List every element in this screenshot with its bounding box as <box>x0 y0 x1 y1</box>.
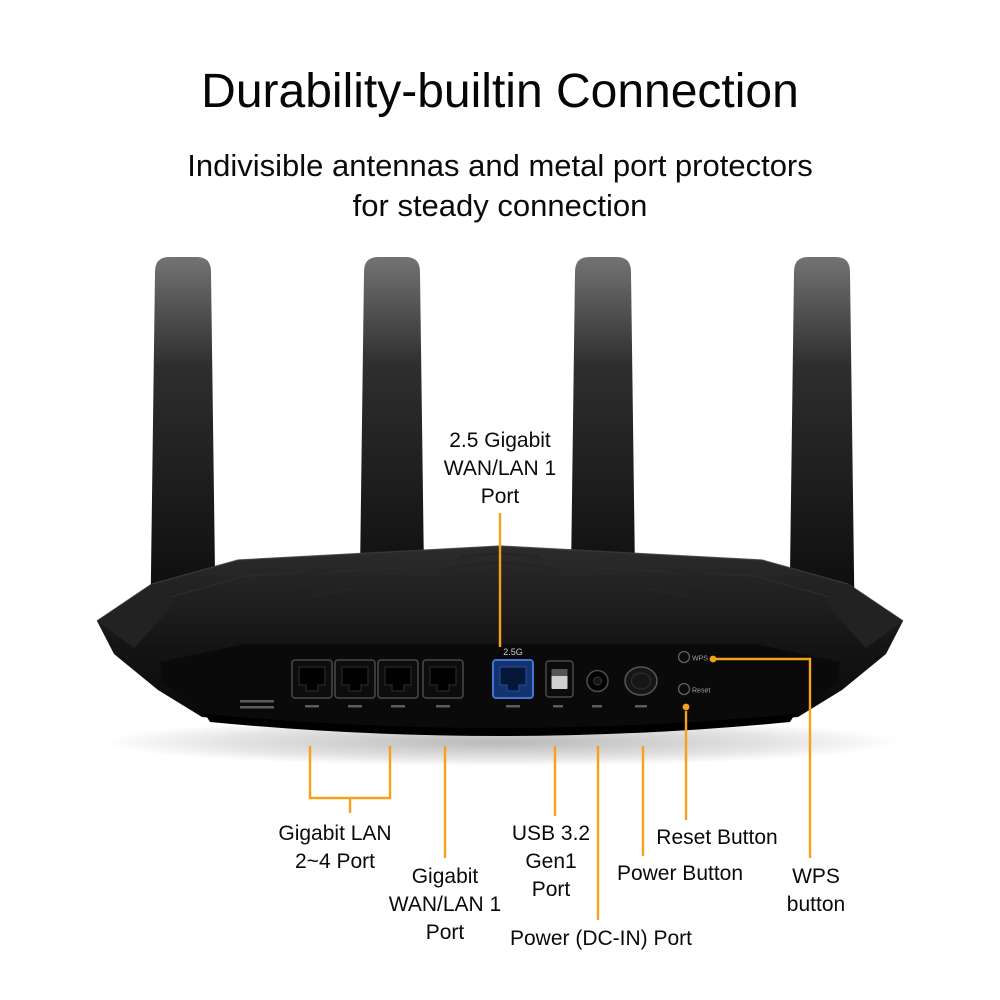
port-marking-strip <box>240 700 647 709</box>
callout-line: WAN/LAN 1 <box>443 457 557 480</box>
callout-power-dc-in-port: Power (DC-IN) Port <box>451 925 751 953</box>
callout-line: Port <box>480 485 520 508</box>
reset-button: Reset <box>677 682 710 696</box>
router-shadow <box>100 718 900 766</box>
callout-line: Port <box>531 878 571 901</box>
wps-chassis-label: WPS <box>692 656 708 663</box>
callout-gigabit-wan-lan1-port: Gigabit WAN/LAN 1 Port <box>350 863 540 947</box>
lan-port-4 <box>291 659 333 699</box>
wan-lan1-2-5g-port: 2.5G <box>492 647 534 699</box>
callout-line: button <box>786 893 846 916</box>
callout-line: Port <box>425 921 465 944</box>
callout-line: Power (DC-IN) Port <box>509 927 693 950</box>
callout-line: WAN/LAN 1 <box>388 893 502 916</box>
callout-gigabit-lan-2-4-port: Gigabit LAN 2~4 Port <box>240 820 430 876</box>
leader-wps-dot <box>709 655 717 663</box>
wan-port-chassis-label: 2.5G <box>503 647 523 657</box>
subtitle-line-1: Indivisible antennas and metal port prot… <box>187 148 813 183</box>
subtitle-line-2: for steady connection <box>352 188 648 223</box>
leader-wps <box>716 657 812 858</box>
callout-usb-3-2-gen1-port: USB 3.2 Gen1 Port <box>488 820 614 904</box>
page-subtitle: Indivisible antennas and metal port prot… <box>0 146 1000 226</box>
antenna-4 <box>789 257 855 648</box>
callout-2-5g-wan-lan1-port: 2.5 Gigabit WAN/LAN 1 Port <box>380 427 620 511</box>
reset-chassis-label: Reset <box>692 688 710 695</box>
leader-reset-dot <box>682 703 690 711</box>
usb-port <box>545 660 574 698</box>
wps-button: WPS <box>677 650 708 664</box>
lan-port-2 <box>377 659 419 699</box>
callout-line: 2.5 Gigabit <box>449 429 551 452</box>
callout-line: Gigabit LAN <box>278 822 392 845</box>
callout-leader-lines <box>308 513 812 920</box>
rear-ports: 2.5G WPS Reset <box>240 647 710 709</box>
gigabit-wan-lan1-port <box>422 659 464 699</box>
power-button <box>624 666 658 696</box>
callout-wps-button: WPS button <box>756 863 876 919</box>
callout-line: 2~4 Port <box>295 850 375 873</box>
callout-reset-button: Reset Button <box>637 824 797 852</box>
callout-line: Gigabit <box>411 865 479 888</box>
callout-line: WPS <box>792 865 840 888</box>
callout-line: USB 3.2 <box>511 822 591 845</box>
callout-line: Reset Button <box>656 826 778 849</box>
antenna-1 <box>150 257 216 648</box>
chassis-bottom-lip <box>205 714 795 736</box>
page-title: Durability-builtin Connection <box>201 65 799 118</box>
callout-line: Power Button <box>616 862 744 885</box>
dc-in-jack <box>586 669 609 693</box>
leader-lan-bracket <box>308 746 392 813</box>
lan-port-3 <box>334 659 376 699</box>
left-wing-facet <box>97 584 176 648</box>
right-wing-facet <box>824 584 903 648</box>
callout-line: Gen1 <box>525 850 577 873</box>
callout-power-button: Power Button <box>599 860 761 888</box>
